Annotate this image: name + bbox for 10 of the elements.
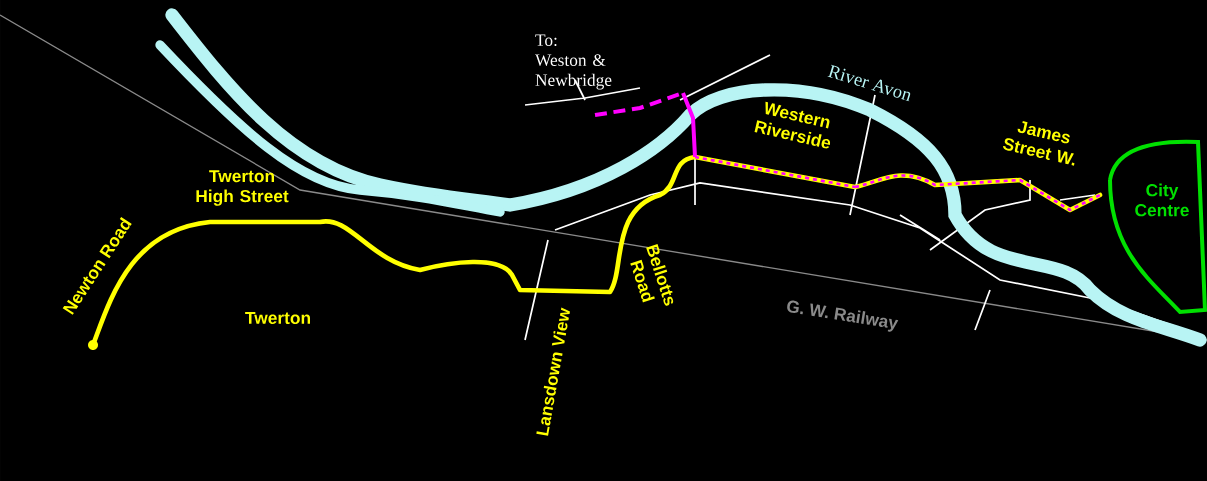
destination-label: To: Weston & Newbridge xyxy=(535,34,612,90)
district-label: Twerton xyxy=(245,311,310,325)
district-label: City Centre xyxy=(1135,183,1189,217)
street-label: Western Riverside xyxy=(754,101,831,149)
street-label: Bellotts Road xyxy=(630,244,674,306)
railway-label: G. W. Railway xyxy=(787,300,899,332)
river-label: River Avon xyxy=(827,64,911,102)
street-label: James Street W. xyxy=(1003,121,1075,166)
street-label: Twerton High Street xyxy=(196,170,289,206)
street-label: Lansdown View xyxy=(536,307,570,436)
